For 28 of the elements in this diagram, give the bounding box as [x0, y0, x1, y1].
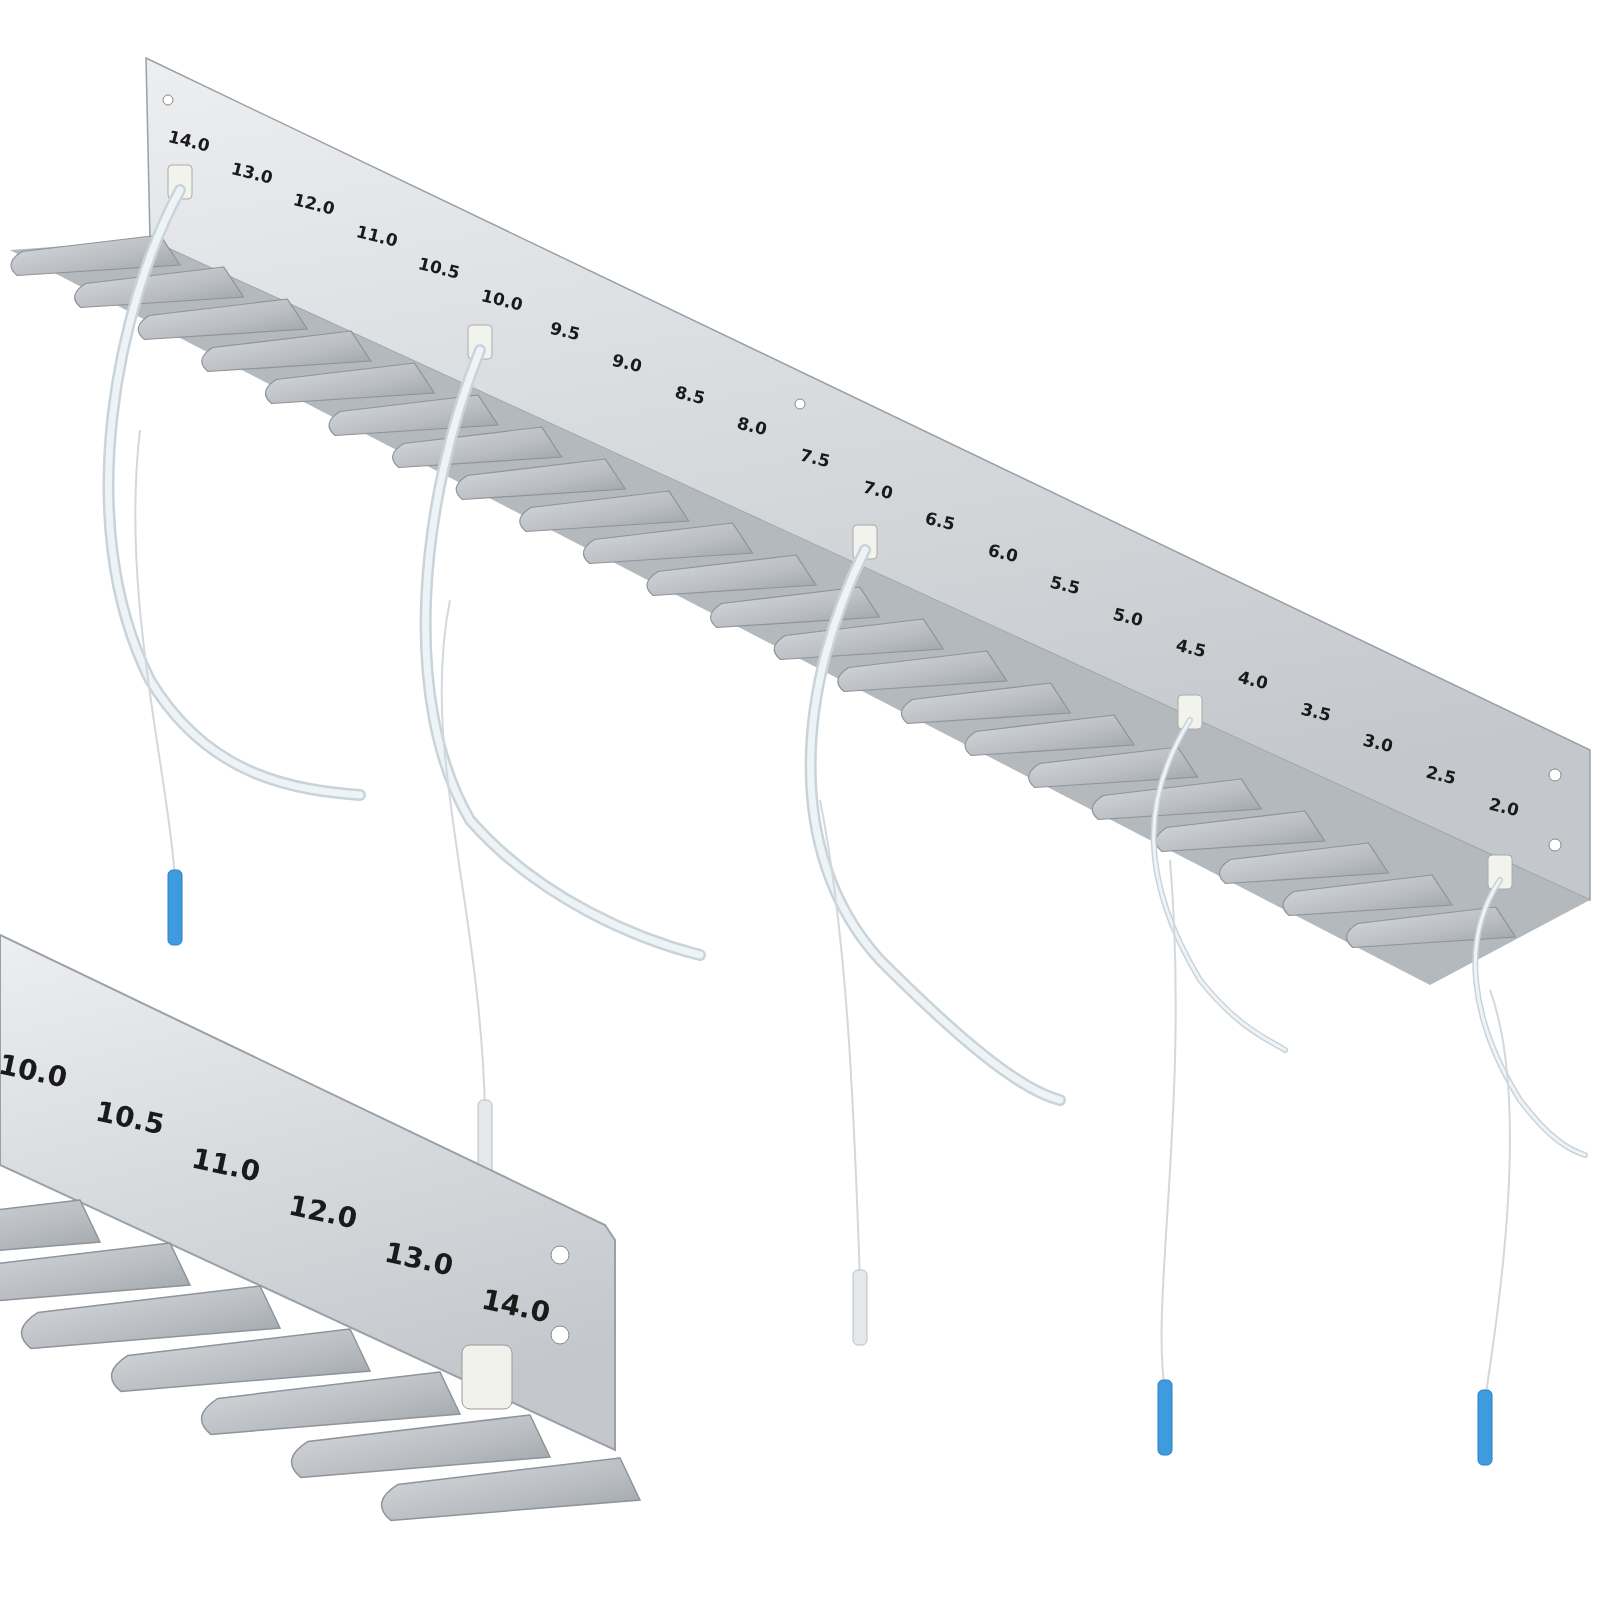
size-label: 8.0	[735, 412, 770, 440]
size-label: 14.0	[478, 1282, 554, 1330]
size-label: 6.5	[923, 508, 958, 535]
size-label: 4.0	[1236, 666, 1271, 694]
size-label: 7.5	[797, 444, 833, 472]
size-label: 10.0	[479, 284, 525, 315]
size-label: 8.5	[672, 381, 707, 408]
size-label: 7.0	[860, 476, 895, 504]
size-label: 11.0	[354, 221, 400, 251]
size-label: 11.0	[188, 1141, 264, 1189]
size-label: 5.0	[1110, 603, 1146, 630]
size-label: 10.5	[92, 1094, 167, 1142]
size-label: 13.0	[382, 1235, 457, 1283]
size-label: 4.5	[1173, 634, 1208, 662]
size-label: 5.5	[1048, 571, 1083, 599]
size-label: 12.0	[291, 189, 337, 220]
size-label: 14.0	[166, 126, 212, 156]
size-label: 3.0	[1361, 729, 1396, 757]
size-label: 9.0	[610, 349, 645, 377]
size-label: 10.5	[416, 253, 463, 283]
size-label: 2.0	[1486, 793, 1521, 821]
size-label: 2.5	[1423, 761, 1459, 789]
size-label: 6.0	[985, 539, 1020, 567]
size-label: 3.5	[1298, 698, 1333, 725]
size-label: 12.0	[285, 1188, 360, 1236]
size-label: 9.5	[547, 317, 582, 345]
size-label: 13.0	[228, 157, 275, 188]
size-label: 10.0	[0, 1047, 71, 1095]
